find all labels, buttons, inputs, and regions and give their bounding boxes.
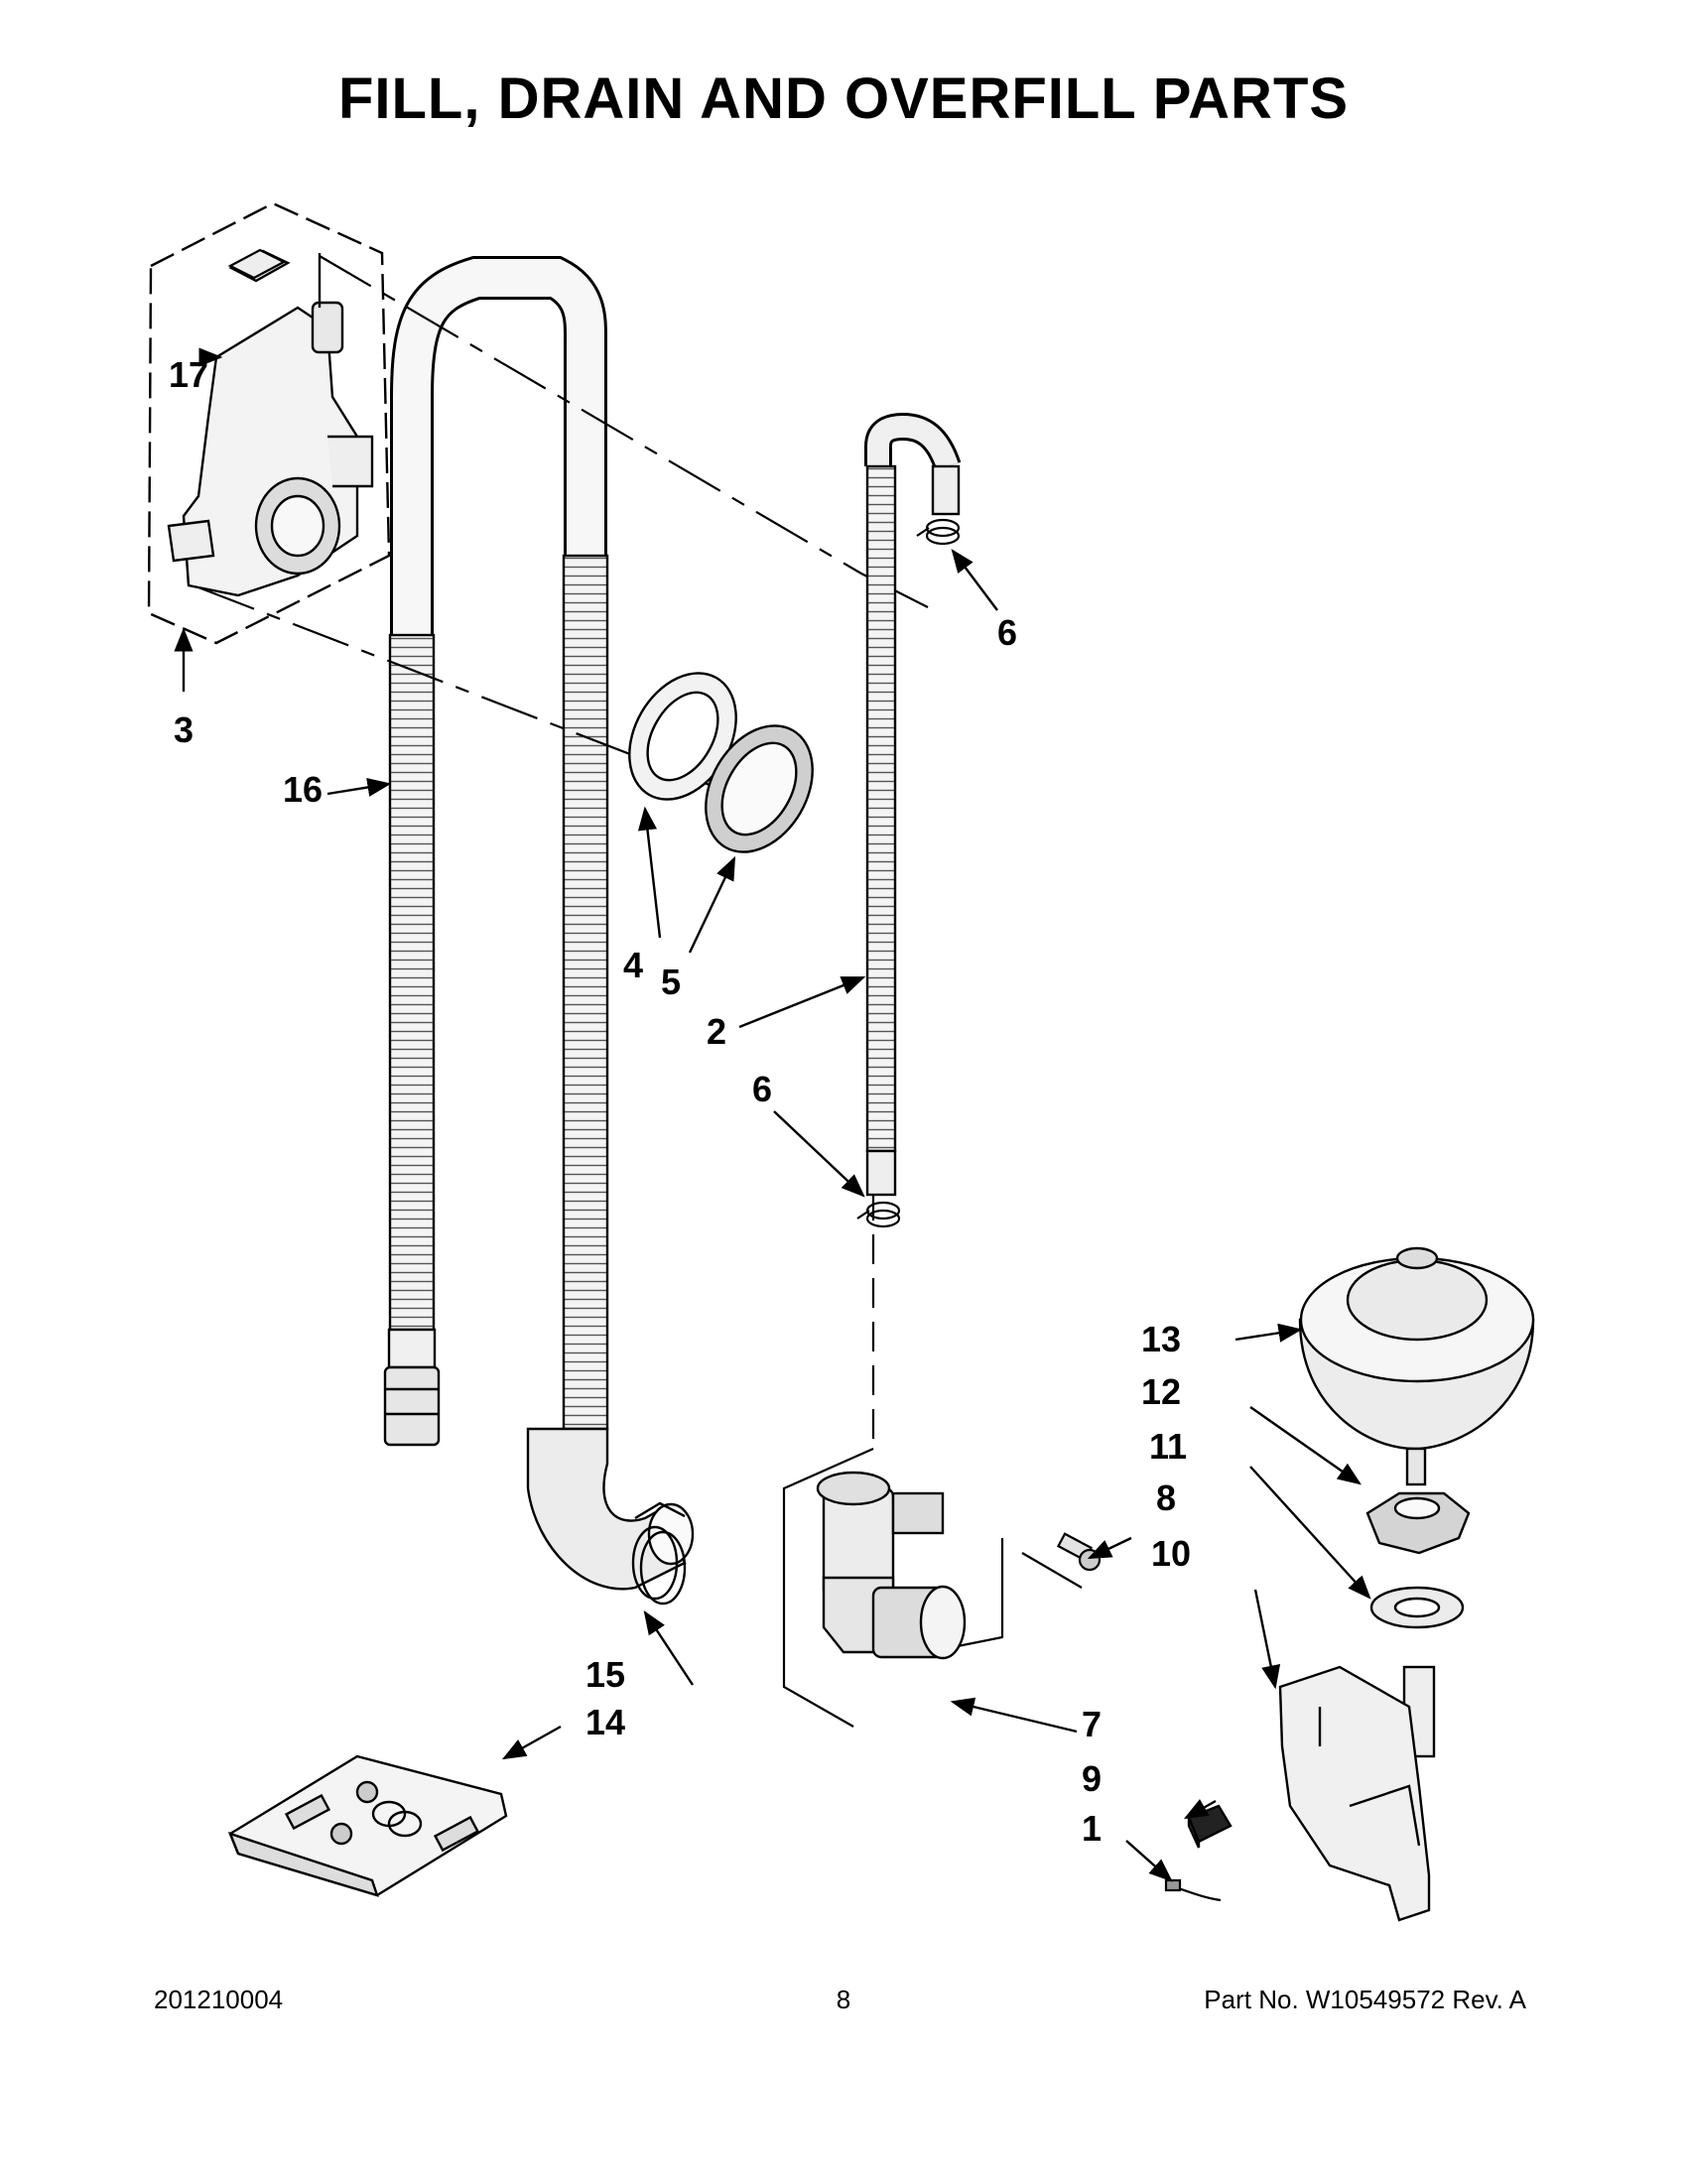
vent-assembly-part-3 — [147, 201, 391, 645]
callout-17: 17 — [169, 354, 208, 395]
hose-clamp-part-15 — [631, 1501, 687, 1606]
callout-5: 5 — [661, 962, 681, 1002]
switch-bracket-part-10 — [1278, 1665, 1436, 1922]
callout-4: 4 — [623, 945, 643, 985]
drain-hose-leg — [526, 337, 695, 1591]
document-code: 201210004 — [154, 1985, 284, 2014]
washer-part-11 — [1369, 1586, 1465, 1629]
float-part-13 — [1298, 1246, 1535, 1486]
page-number: 8 — [836, 1985, 851, 2014]
page-title: FILL, DRAIN AND OVERFILL PARTS — [337, 66, 1350, 131]
callout-1: 1 — [1082, 1808, 1102, 1849]
callout-8: 8 — [1156, 1477, 1176, 1518]
wire-part-1 — [1164, 1878, 1222, 1902]
water-valve-part-7 — [816, 1471, 967, 1660]
nut-part-5 — [705, 724, 814, 853]
callout-9: 9 — [1082, 1758, 1102, 1799]
callout-7: 7 — [1082, 1704, 1102, 1744]
screw-part-8 — [1056, 1532, 1102, 1572]
callout-13: 13 — [1141, 1319, 1181, 1359]
gasket-part-4 — [628, 672, 737, 801]
clamp-part-6-top — [916, 518, 961, 546]
nut-part-12 — [1365, 1491, 1471, 1555]
callout-15: 15 — [585, 1654, 625, 1695]
callout-11: 11 — [1149, 1426, 1187, 1467]
callout-6-top: 6 — [997, 612, 1017, 653]
callout-labels: 17 3 16 4 5 2 6 6 13 12 11 8 10 7 9 1 15… — [169, 354, 1191, 1849]
callout-10: 10 — [1151, 1533, 1191, 1574]
part-number: Part No. W10549572 Rev. A — [1204, 1985, 1526, 2014]
callout-12: 12 — [1141, 1371, 1181, 1412]
callout-2: 2 — [707, 1011, 726, 1052]
hose-part-16 — [383, 256, 607, 1447]
callout-14: 14 — [585, 1702, 625, 1742]
callout-3: 3 — [174, 709, 194, 750]
callout-16: 16 — [283, 769, 323, 810]
cap-part-17 — [227, 248, 287, 280]
inlet-hose-part-2 — [864, 412, 962, 1197]
clamp-part-6-bottom — [856, 1201, 901, 1228]
leader-arrows — [174, 347, 1371, 1882]
callout-6-bottom: 6 — [752, 1069, 772, 1109]
parts-bag-part-14 — [227, 1754, 508, 1897]
